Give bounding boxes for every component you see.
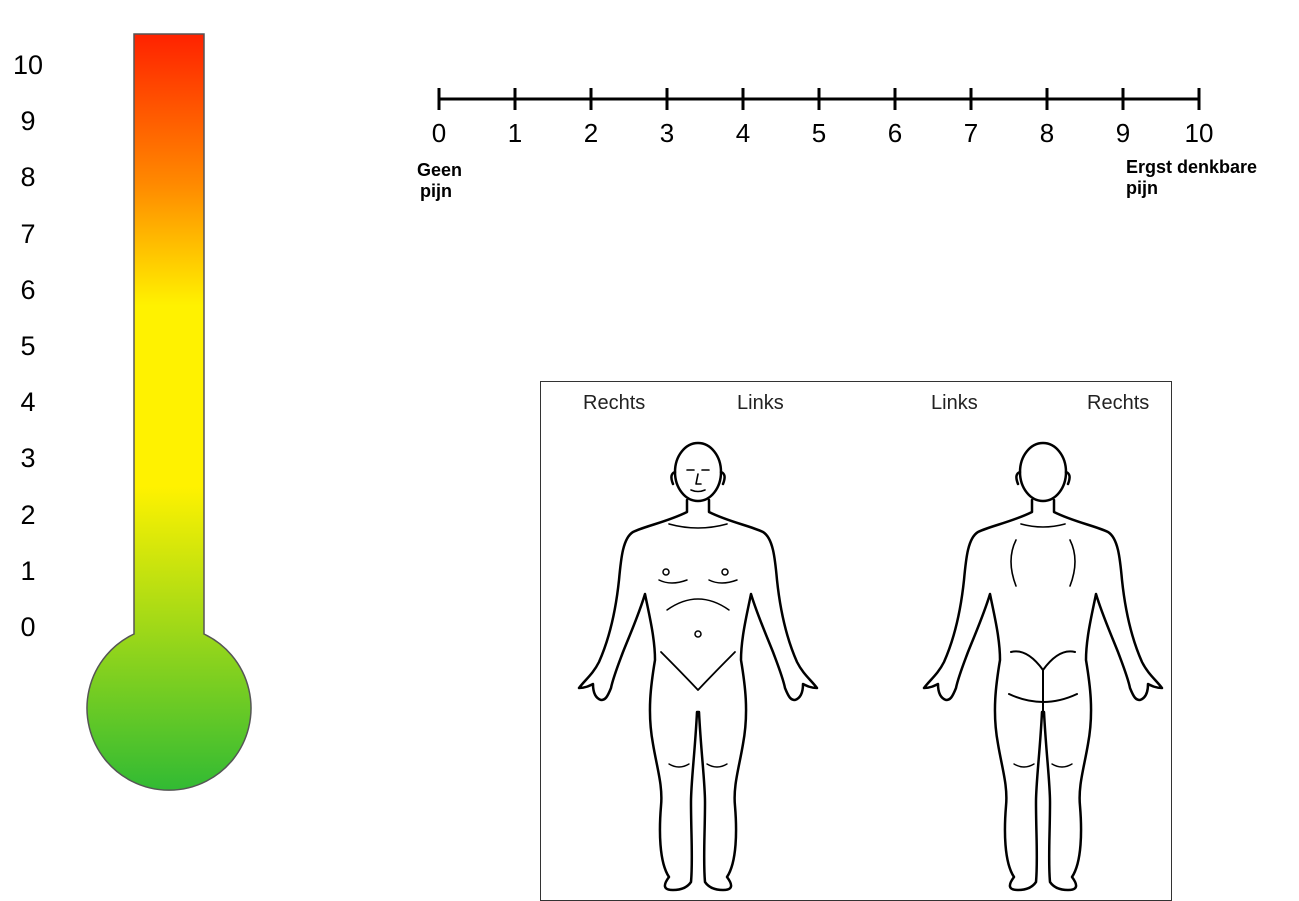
body-figures	[541, 382, 1172, 901]
scale-min-anchor-line2: pijn	[417, 181, 462, 202]
thermometer-tube	[87, 34, 251, 790]
back-shoulder-blades	[1011, 524, 1075, 586]
back-buttocks	[1009, 651, 1077, 712]
scale-min-anchor-line1: Geen	[417, 160, 462, 181]
thermometer-level-label: 10	[0, 50, 56, 81]
pain-thermometer	[82, 28, 262, 798]
body-pain-map: Rechts Links Links Rechts	[540, 381, 1172, 901]
front-nipple-right	[722, 569, 728, 575]
front-view-figure[interactable]	[579, 443, 817, 890]
scale-tick-label: 0	[432, 118, 446, 148]
scale-tick-label: 1	[508, 118, 522, 148]
scale-min-anchor-label: Geen pijn	[417, 160, 462, 202]
front-navel	[695, 631, 701, 637]
thermometer-level-label: 2	[0, 500, 56, 531]
thermometer-level-label: 8	[0, 162, 56, 193]
scale-tick-label: 3	[660, 118, 674, 148]
scale-max-anchor-line1: Ergst denkbare	[1126, 157, 1257, 178]
thermometer-level-label: 6	[0, 275, 56, 306]
thermometer-level-label: 3	[0, 443, 56, 474]
scale-tick-label: 10	[1185, 118, 1214, 148]
front-knees	[669, 764, 727, 767]
thermometer-level-label: 9	[0, 106, 56, 137]
front-collarbones	[669, 524, 727, 528]
front-nipple-left	[663, 569, 669, 575]
back-knees	[1014, 764, 1072, 767]
thermometer-level-label: 0	[0, 612, 56, 643]
scale-tick-label: 6	[888, 118, 902, 148]
scale-max-anchor-line2: pijn	[1126, 178, 1257, 199]
scale-tick-label: 8	[1040, 118, 1054, 148]
thermometer-level-label: 1	[0, 556, 56, 587]
front-chest-lines	[659, 580, 737, 610]
scale-tick-label: 7	[964, 118, 978, 148]
front-body-outline	[579, 500, 817, 890]
scale-max-anchor-label: Ergst denkbare pijn	[1126, 157, 1257, 199]
back-head	[1020, 443, 1066, 501]
scale-tick-label: 2	[584, 118, 598, 148]
thermometer-level-label: 5	[0, 331, 56, 362]
thermometer-level-label: 4	[0, 387, 56, 418]
scale-tick-label: 4	[736, 118, 750, 148]
front-groin	[661, 652, 735, 690]
back-view-figure[interactable]	[924, 443, 1162, 890]
scale-tick-label: 9	[1116, 118, 1130, 148]
thermometer-level-label: 7	[0, 219, 56, 250]
numeric-rating-scale: 0 1 2 3 4 5 6 7 8 9 10	[420, 80, 1220, 150]
scale-tick-label: 5	[812, 118, 826, 148]
